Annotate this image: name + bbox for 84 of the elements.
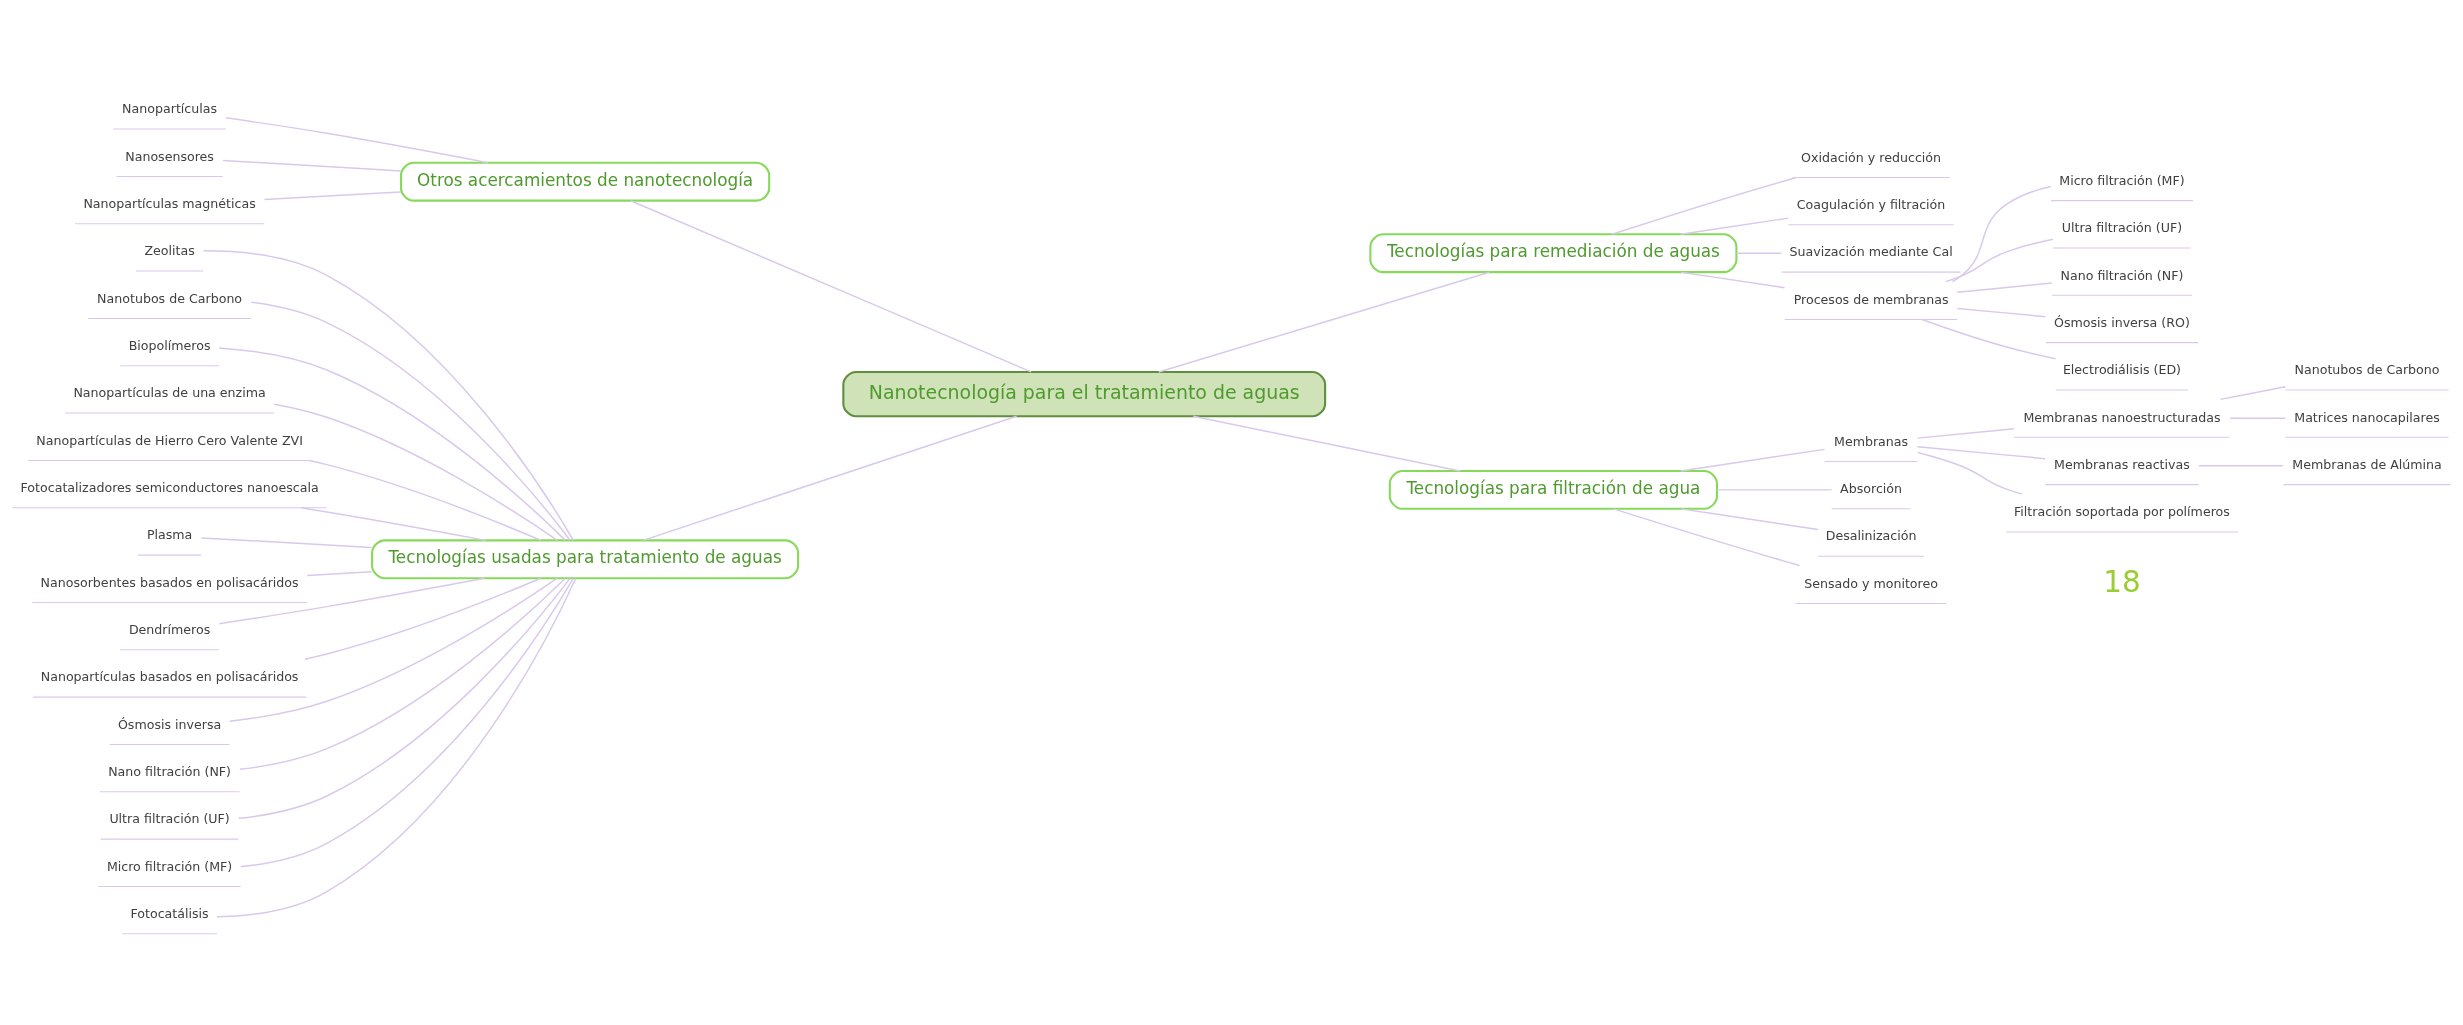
connector (273, 403, 559, 542)
node-text: Sensado y monitoreo (1804, 575, 1938, 591)
connector (1192, 415, 1461, 472)
node-text: Plasma (146, 527, 193, 543)
connector (228, 577, 558, 723)
node-text: Nanopartículas de Hierro Cero Valente ZVI (36, 432, 303, 448)
node-text: Nanotubos de Carbono (2294, 362, 2440, 378)
connector (2229, 417, 2287, 420)
node-text: Procesos de membranas (1793, 291, 1949, 307)
node-text: Filtración soportada por polímeros (2014, 504, 2230, 520)
node-text: Ósmosis inversa (117, 716, 222, 732)
connector (642, 415, 1018, 542)
node-text: Membranas reactivas (2054, 456, 2190, 472)
node-text: Micro filtración (MF) (2059, 172, 2185, 188)
connector (308, 459, 542, 541)
node-text: Matrices nanocapilares (2294, 409, 2440, 425)
node-text: Membranas (1834, 433, 1909, 449)
node-text: Nanotubos de Carbono (97, 290, 243, 306)
connector (1680, 271, 1786, 289)
node-text: Nanosorbentes basados en polisacáridos (40, 574, 299, 590)
connector (1921, 318, 2057, 360)
connector (1916, 428, 2015, 439)
connector (2219, 386, 2287, 401)
connector (200, 537, 373, 549)
node-text: Ultra filtración (UF) (109, 811, 230, 827)
connector (1158, 271, 1491, 373)
connector (300, 507, 487, 542)
connector (250, 301, 571, 541)
label: 18 (2103, 564, 2141, 599)
connector (225, 117, 489, 164)
connector (2198, 464, 2284, 467)
connector (222, 159, 402, 172)
connector (1916, 451, 2023, 495)
node-text: Ósmosis inversa (RO) (2054, 314, 2190, 330)
connector (202, 250, 575, 542)
node-text: Membranas nanoestructuradas (2023, 409, 2221, 425)
connector (1611, 176, 1797, 235)
connector (263, 191, 402, 201)
node-text: Oxidación y reducción (1801, 149, 1942, 165)
connector (237, 577, 571, 820)
connector (1716, 489, 1833, 491)
node-text: Dendrímeros (128, 622, 211, 638)
connector (1735, 252, 1783, 254)
node-box: Otros acercamientos de nanotecnología (399, 161, 771, 202)
node-text: Desalinización (1825, 528, 1917, 544)
node-text: Absorción (1840, 481, 1903, 497)
node-text: Electrodiálisis (ED) (2062, 362, 2182, 378)
node-text: Ultra filtración (UF) (2061, 220, 2183, 236)
connector (1956, 282, 2053, 293)
node-box: Tecnologías usadas para tratamiento de aguas (371, 539, 800, 580)
node-text: Biopolímeros (128, 338, 211, 354)
connector (240, 577, 574, 868)
node-box: Tecnologías para filtración de agua (1388, 469, 1718, 510)
node-text: Nanopartículas magnéticas (83, 196, 256, 212)
node-box: Tecnologías para remediación de aguas (1369, 233, 1738, 274)
node-text: Zeolitas (144, 243, 195, 259)
connector (304, 577, 542, 660)
connector (629, 199, 1032, 373)
node-box: Nanotecnología para el tratamiento de aguas (842, 371, 1327, 418)
connector (239, 577, 566, 771)
node-text: Coagulación y filtración (1796, 197, 1946, 213)
node-text: Suavización mediante Cal (1789, 244, 1953, 260)
connector (1916, 446, 2046, 460)
node-text: Nanopartículas (122, 101, 218, 117)
node-text: Fotocatalizadores semiconductores nanoescala (20, 480, 319, 496)
connector (216, 577, 577, 918)
connector (1945, 238, 2054, 283)
node-text: Micro filtración (MF) (106, 858, 233, 874)
node-text: Nano filtración (NF) (108, 764, 232, 780)
node-text: Nano filtración (NF) (2060, 267, 2184, 283)
connector (1951, 185, 2052, 283)
node-text: Membranas de Alúmina (2292, 456, 2442, 472)
connector (1956, 307, 2047, 318)
connector (1680, 217, 1790, 235)
connector (1612, 508, 1801, 567)
node-text: Fotocatálisis (130, 906, 209, 922)
node-text: Nanosensores (125, 148, 214, 164)
node-text: Nanopartículas basados en polisacáridos (40, 669, 299, 685)
connector (218, 577, 486, 625)
connector (306, 571, 373, 577)
connector (1680, 448, 1826, 472)
connector (1680, 508, 1819, 531)
connector (218, 347, 566, 541)
node-text: Nanopartículas de una enzima (73, 385, 266, 401)
